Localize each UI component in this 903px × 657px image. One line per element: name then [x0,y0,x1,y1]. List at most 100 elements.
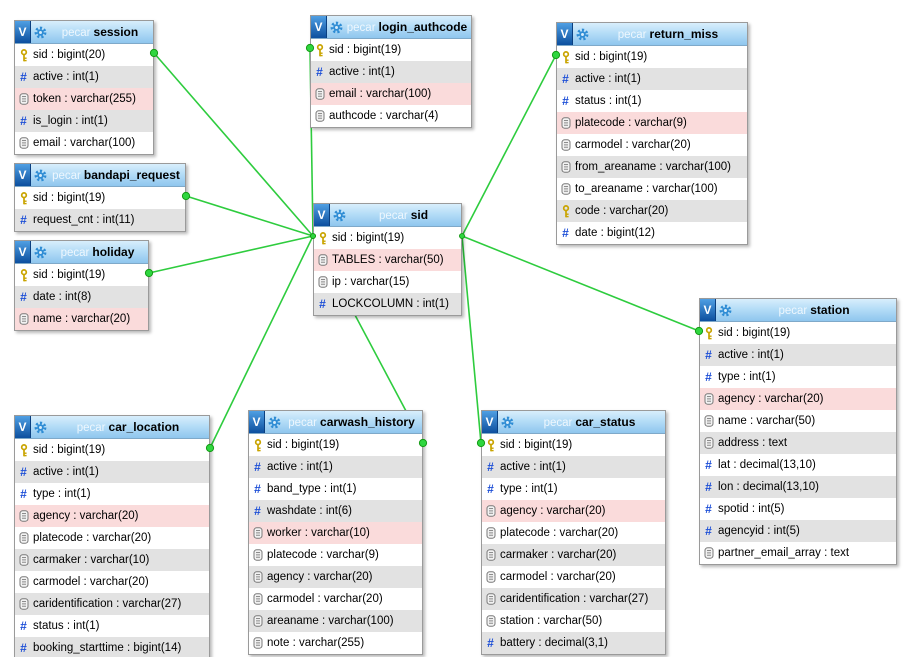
column-row-carwash_history-band_type[interactable]: # band_type : int(1) [249,478,422,500]
column-row-station-spotid[interactable]: # spotid : int(5) [700,498,896,520]
column-row-carwash_history-note[interactable]: note : varchar(255) [249,632,422,654]
relation-line-bandapi_request-sid[interactable] [185,195,314,237]
column-row-session-token[interactable]: token : varchar(255) [15,88,153,110]
column-row-station-lon[interactable]: # lon : decimal(13,10) [700,476,896,498]
column-row-carwash_history-agency[interactable]: agency : varchar(20) [249,566,422,588]
relation-line-return_miss-sid[interactable] [461,54,557,237]
column-row-station-agency[interactable]: agency : varchar(20) [700,388,896,410]
column-row-car_location-agency[interactable]: agency : varchar(20) [15,505,209,527]
column-row-car_status-agency[interactable]: agency : varchar(20) [482,500,665,522]
column-row-car_location-carmodel[interactable]: carmodel : varchar(20) [15,571,209,593]
column-row-car_status-active[interactable]: # active : int(1) [482,456,665,478]
column-row-car_status-station[interactable]: station : varchar(50) [482,610,665,632]
hash-icon: # [319,297,326,311]
column-row-return_miss-active[interactable]: # active : int(1) [557,68,747,90]
column-row-login_authcode-active[interactable]: # active : int(1) [311,61,471,83]
column-row-bandapi_request-sid[interactable]: sid : bigint(19) [15,187,185,209]
column-row-sid-ip[interactable]: ip : varchar(15) [314,271,461,293]
column-row-sid-sid[interactable]: sid : bigint(19) [314,227,461,249]
column-row-station-partner_email_array[interactable]: partner_email_array : text [700,542,896,564]
column-label: email : varchar(100) [33,137,136,149]
column-row-holiday-name[interactable]: name : varchar(20) [15,308,148,330]
column-row-station-address[interactable]: address : text [700,432,896,454]
column-row-session-is_login[interactable]: # is_login : int(1) [15,110,153,132]
column-row-login_authcode-sid[interactable]: sid : bigint(19) [311,39,471,61]
column-row-car_status-battery[interactable]: # battery : decimal(3,1) [482,632,665,654]
column-row-station-active[interactable]: # active : int(1) [700,344,896,366]
column-row-login_authcode-email[interactable]: email : varchar(100) [311,83,471,105]
column-row-car_location-carmaker[interactable]: carmaker : varchar(10) [15,549,209,571]
relation-line-holiday-sid[interactable] [148,235,314,274]
column-row-session-active[interactable]: # active : int(1) [15,66,153,88]
column-row-carwash_history-active[interactable]: # active : int(1) [249,456,422,478]
column-row-car_location-active[interactable]: # active : int(1) [15,461,209,483]
column-row-carwash_history-washdate[interactable]: # washdate : int(6) [249,500,422,522]
column-row-station-name[interactable]: name : varchar(50) [700,410,896,432]
gear-icon [268,416,281,429]
column-row-station-sid[interactable]: sid : bigint(19) [700,322,896,344]
column-row-carwash_history-sid[interactable]: sid : bigint(19) [249,434,422,456]
column-row-car_status-platecode[interactable]: platecode : varchar(20) [482,522,665,544]
column-row-car_location-booking_starttime[interactable]: # booking_starttime : bigint(14) [15,637,209,657]
column-row-return_miss-to_areaname[interactable]: to_areaname : varchar(100) [557,178,747,200]
column-row-carwash_history-worker[interactable]: worker : varchar(10) [249,522,422,544]
column-row-sid-TABLES[interactable]: TABLES : varchar(50) [314,249,461,271]
column-row-session-sid[interactable]: sid : bigint(20) [15,44,153,66]
column-row-car_status-caridentification[interactable]: caridentification : varchar(27) [482,588,665,610]
column-row-carwash_history-carmodel[interactable]: carmodel : varchar(20) [249,588,422,610]
column-row-return_miss-sid[interactable]: sid : bigint(19) [557,46,747,68]
column-row-car_status-carmaker[interactable]: carmaker : varchar(20) [482,544,665,566]
column-row-car_location-platecode[interactable]: platecode : varchar(20) [15,527,209,549]
column-row-car_status-type[interactable]: # type : int(1) [482,478,665,500]
column-row-return_miss-date[interactable]: # date : bigint(12) [557,222,747,244]
column-row-sid-LOCKCOLUMN[interactable]: # LOCKCOLUMN : int(1) [314,293,461,315]
column-row-car_status-carmodel[interactable]: carmodel : varchar(20) [482,566,665,588]
column-row-station-type[interactable]: # type : int(1) [700,366,896,388]
column-row-return_miss-code[interactable]: code : varchar(20) [557,200,747,222]
column-row-session-email[interactable]: email : varchar(100) [15,132,153,154]
column-row-return_miss-platecode[interactable]: platecode : varchar(9) [557,112,747,134]
schema-label: pecar [543,417,573,429]
valentina-v-icon: V [15,241,31,263]
column-row-station-agencyid[interactable]: # agencyid : int(5) [700,520,896,542]
relation-line-station-sid[interactable] [461,235,700,332]
column-row-car_location-caridentification[interactable]: caridentification : varchar(27) [15,593,209,615]
column-row-car_location-sid[interactable]: sid : bigint(19) [15,439,209,461]
gear-icon [501,416,514,429]
column-row-car_location-status[interactable]: # status : int(1) [15,615,209,637]
column-row-return_miss-from_areaname[interactable]: from_areaname : varchar(100) [557,156,747,178]
relation-line-car_status-sid[interactable] [461,235,482,444]
column-row-return_miss-carmodel[interactable]: carmodel : varchar(20) [557,134,747,156]
column-row-station-lat[interactable]: # lat : decimal(13,10) [700,454,896,476]
key-icon [18,268,29,282]
column-row-return_miss-status[interactable]: # status : int(1) [557,90,747,112]
column-row-carwash_history-areaname[interactable]: areaname : varchar(100) [249,610,422,632]
column-row-holiday-date[interactable]: # date : int(8) [15,286,148,308]
column-row-bandapi_request-request_cnt[interactable]: # request_cnt : int(11) [15,209,185,231]
column-row-login_authcode-authcode[interactable]: authcode : varchar(4) [311,105,471,127]
column-row-holiday-sid[interactable]: sid : bigint(19) [15,264,148,286]
column-row-car_status-sid[interactable]: sid : bigint(19) [482,434,665,456]
column-row-car_location-type[interactable]: # type : int(1) [15,483,209,505]
column-row-carwash_history-platecode[interactable]: platecode : varchar(9) [249,544,422,566]
